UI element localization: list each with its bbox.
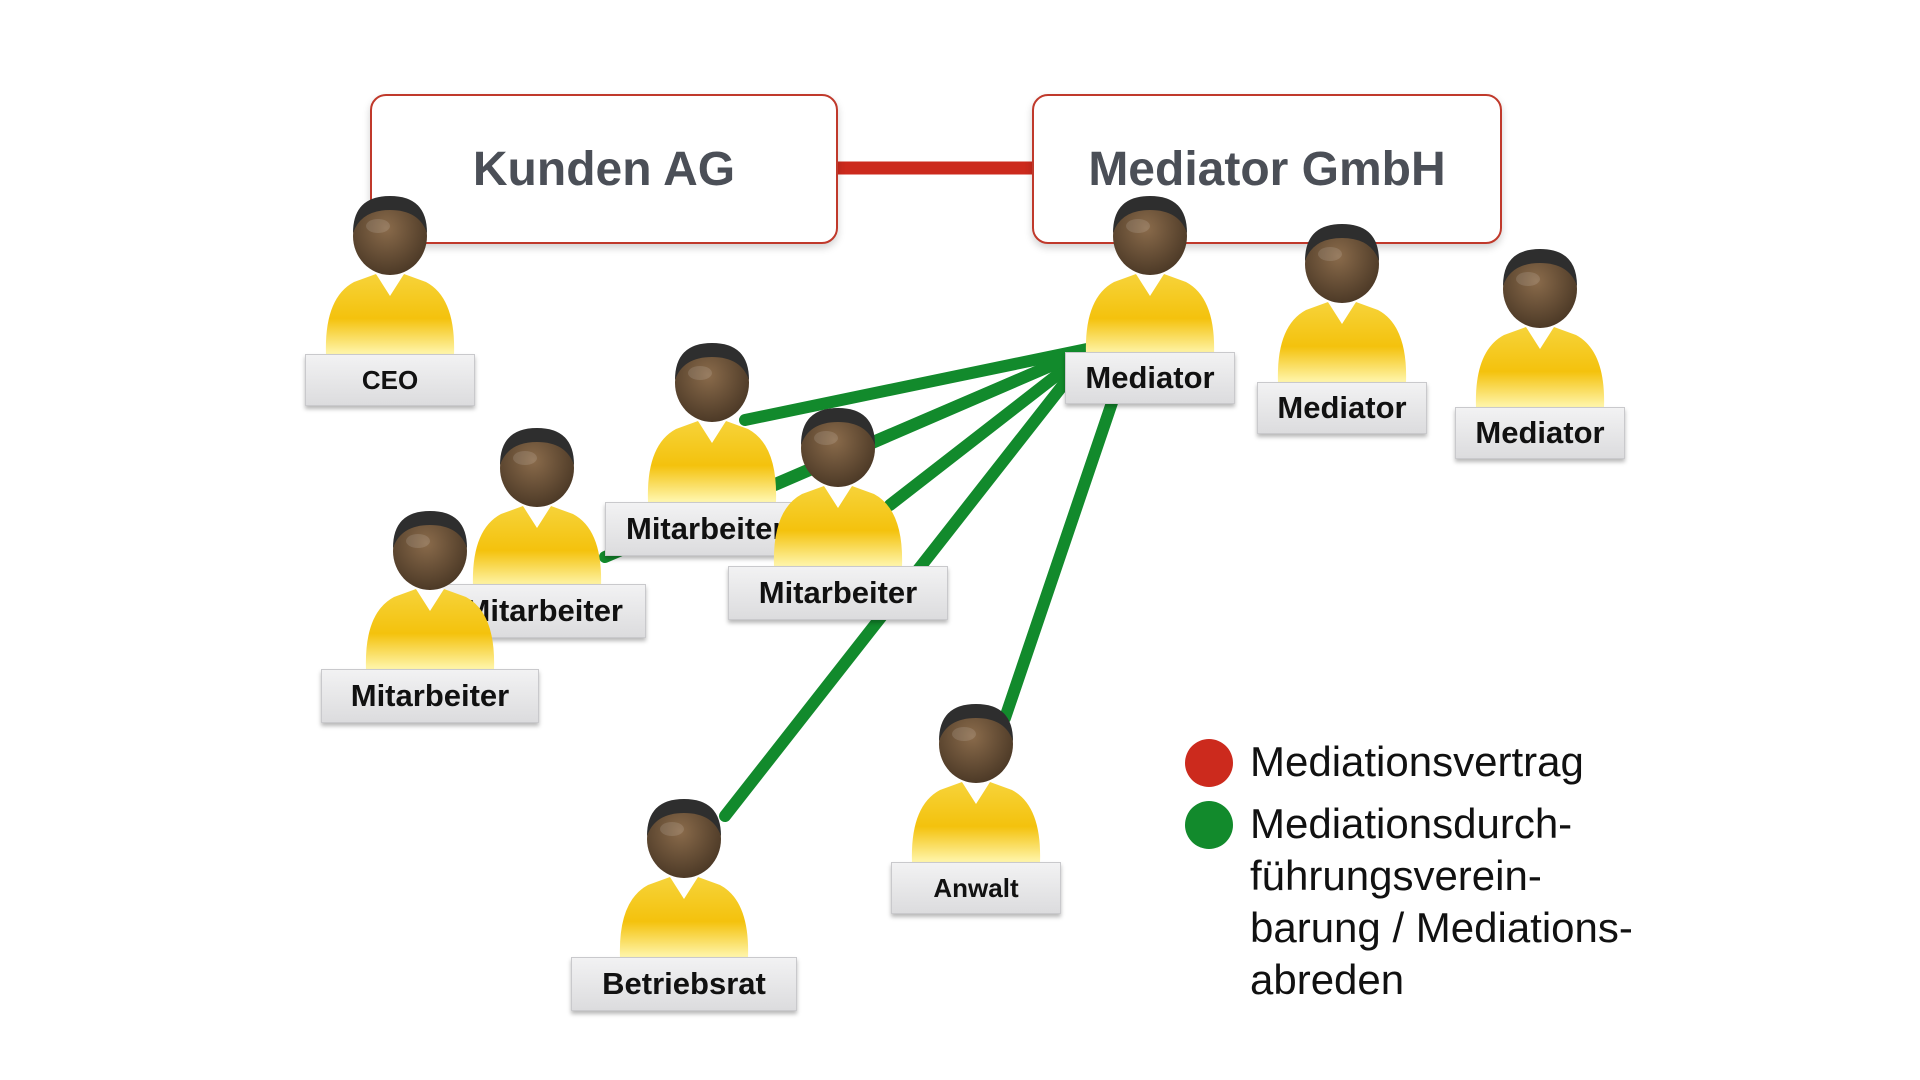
mediator-company-box: Mediator GmbH	[1032, 94, 1502, 244]
person-mediator-2: Mediator	[1222, 218, 1462, 458]
person-label: Mediator	[1065, 352, 1235, 404]
person-label: Anwalt	[891, 862, 1061, 914]
person-mediator-3: Mediator	[1420, 243, 1660, 483]
person-icon	[614, 793, 754, 963]
person-label: Mitarbeiter	[728, 566, 948, 620]
person-ceo: CEO	[270, 190, 510, 430]
person-employee-back: Mitarbeiter	[417, 422, 657, 662]
person-icon	[768, 402, 908, 572]
legend-agreement-label: Mediationsdurch- führungsverein- barung …	[1250, 798, 1633, 1006]
person-mediator-lead: Mediator	[1030, 190, 1270, 430]
mediator-company-name: Mediator GmbH	[1088, 142, 1446, 196]
person-icon	[906, 698, 1046, 868]
client-company-name: Kunden AG	[472, 142, 736, 196]
legend-agreement-line-4: abreden	[1250, 956, 1405, 1003]
agreement-line-employee-2	[739, 342, 1098, 426]
person-label: CEO	[305, 354, 475, 406]
person-label: Betriebsrat	[571, 957, 797, 1011]
legend-agreement-line-3: barung / Mediations-	[1250, 904, 1633, 951]
person-label: Mediator	[1455, 407, 1625, 459]
legend-agreement-line-2: führungsverein-	[1250, 852, 1542, 899]
person-employee-right: Mitarbeiter	[718, 402, 958, 642]
person-label: Mitarbeiter	[321, 669, 539, 723]
client-company-box: Kunden AG	[370, 94, 838, 244]
legend-contract-label: Mediationsvertrag	[1250, 738, 1584, 785]
agreement-line-employee-3	[884, 342, 1098, 511]
person-works-council: Betriebsrat	[564, 793, 804, 1033]
person-icon	[1470, 243, 1610, 413]
person-icon	[1272, 218, 1412, 388]
person-employee-front: Mitarbeiter	[310, 505, 550, 745]
person-label: Mediator	[1257, 382, 1427, 434]
person-employee-upper: Mitarbeiter	[592, 337, 832, 577]
legend-agreement-line-1: Mediationsdurch-	[1250, 800, 1573, 847]
legend-red-dot	[1185, 739, 1233, 787]
person-lawyer: Anwalt	[856, 698, 1096, 938]
legend-green-dot	[1185, 801, 1233, 849]
agreement-line-lawyer	[999, 379, 1124, 724]
person-icon	[1080, 190, 1220, 360]
person-icon	[360, 505, 500, 675]
person-label: Mitarbeiter	[440, 584, 646, 638]
person-icon	[320, 190, 460, 360]
person-label: Mitarbeiter	[605, 502, 807, 556]
